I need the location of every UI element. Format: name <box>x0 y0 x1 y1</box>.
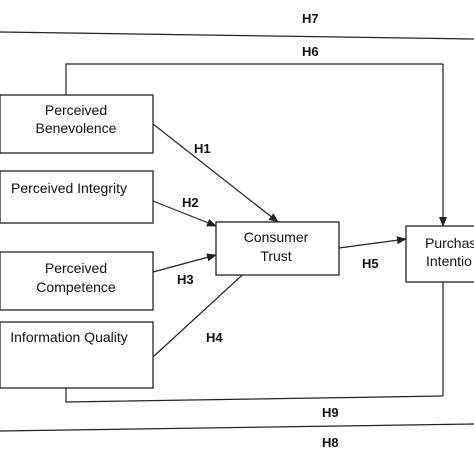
information-quality-box: Information Quality <box>0 321 154 389</box>
perceived-benevolence-line-2: Benevolence <box>36 120 117 136</box>
purchase-intention-line-2: Intentio <box>426 253 472 269</box>
h5-label: H5 <box>362 256 379 271</box>
h5-arrow <box>338 236 407 249</box>
perceived-competence-line-1: Perceived <box>45 260 107 276</box>
h1-arrow <box>152 123 279 223</box>
h7-label: H7 <box>302 11 319 26</box>
h2-label: H2 <box>182 195 199 210</box>
consumer-trust-line-1: Consumer <box>244 229 309 245</box>
h6-label: H6 <box>302 44 319 59</box>
consumer-trust-line-2: Trust <box>260 248 291 264</box>
h8-path-line <box>0 423 474 432</box>
h3-label: H3 <box>177 272 194 287</box>
h6-path-line <box>65 63 443 95</box>
h7-path-line <box>0 31 474 40</box>
consumer-trust-box: Consumer Trust <box>215 221 340 276</box>
perceived-competence-box: Perceived Competence <box>0 251 154 311</box>
h3-arrow <box>152 253 217 273</box>
perceived-competence-line-2: Competence <box>36 279 116 295</box>
purchase-intention-line-1: Purchas <box>425 235 474 251</box>
h9-path-line <box>65 388 444 403</box>
perceived-benevolence-line-1: Perceived <box>45 102 107 118</box>
h1-label: H1 <box>194 141 211 156</box>
perceived-benevolence-box: Perceived Benevolence <box>0 94 154 154</box>
perceived-integrity-box: Perceived Integrity <box>0 170 154 224</box>
perceived-integrity-label: Perceived Integrity <box>11 180 127 196</box>
purchase-intention-box: Purchas Intentio <box>405 225 474 283</box>
h9-label: H9 <box>322 405 339 420</box>
h4-label: H4 <box>206 330 223 345</box>
information-quality-label: Information Quality <box>10 329 128 345</box>
h2-arrow <box>152 200 217 227</box>
h8-label: H8 <box>322 435 339 450</box>
